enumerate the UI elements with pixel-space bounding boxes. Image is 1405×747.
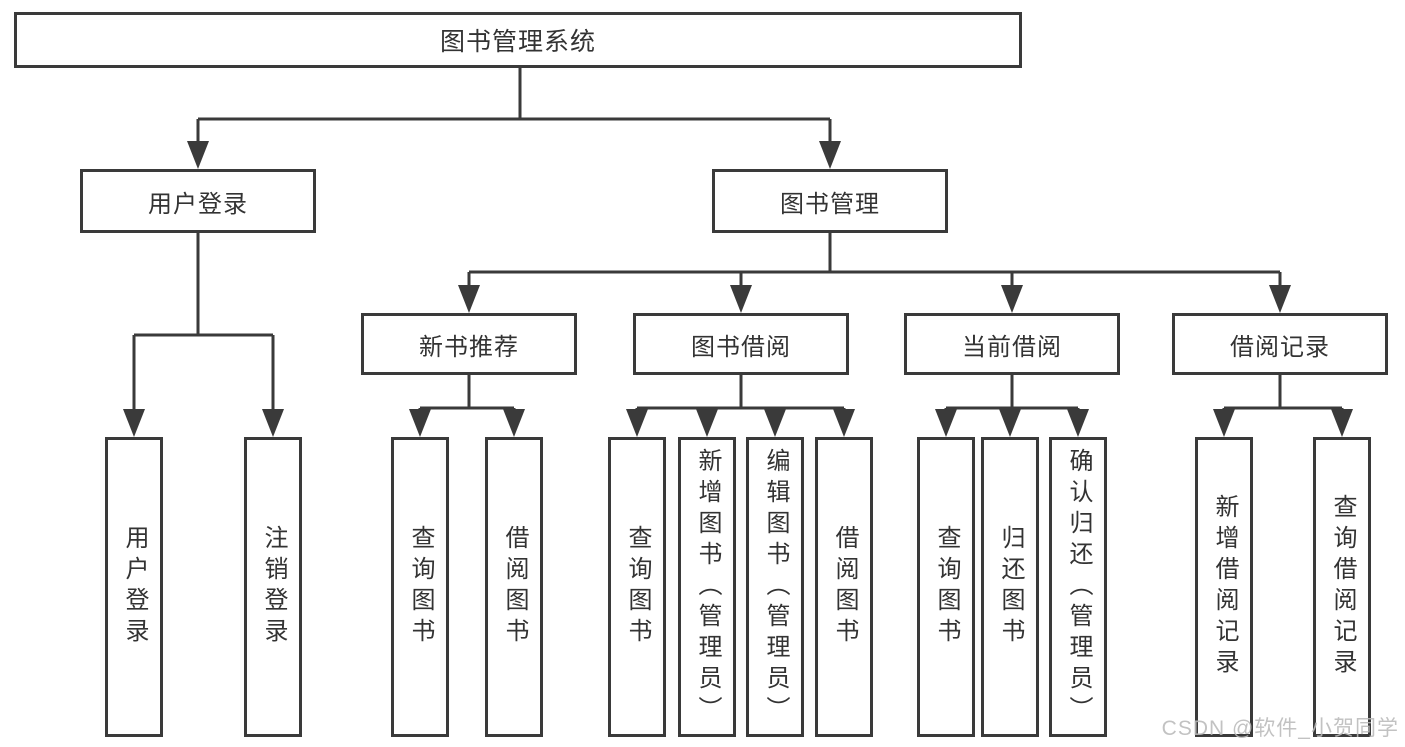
leaf-add-books-admin: 新增图书（管理员）	[678, 437, 736, 737]
leaf-add-borrow-record: 新增借阅记录	[1195, 437, 1253, 737]
arrowhead	[503, 409, 525, 437]
leaf-query-books-1-label: 查询图书	[407, 525, 434, 649]
leaf-query-books-1: 查询图书	[391, 437, 449, 737]
arrowhead	[819, 141, 841, 169]
node-borrowing-records-label: 借阅记录	[1230, 333, 1330, 361]
leaf-query-borrow-record-label: 查询借阅记录	[1329, 494, 1356, 680]
csdn-watermark: CSDN @软件_小贺同学	[1161, 717, 1399, 740]
leaf-confirm-return-admin-label: 确认归还（管理员）	[1065, 447, 1092, 727]
node-book-management: 图书管理	[712, 169, 948, 233]
arrowhead	[999, 409, 1021, 437]
leaf-logout-label: 注销登录	[260, 525, 287, 649]
node-borrowing-records: 借阅记录	[1172, 313, 1388, 375]
leaf-add-borrow-record-label: 新增借阅记录	[1211, 494, 1238, 680]
node-root-label: 图书管理系统	[439, 28, 596, 56]
leaf-logout: 注销登录	[244, 437, 302, 737]
leaf-query-books-3: 查询图书	[917, 437, 975, 737]
arrowhead	[1269, 285, 1291, 313]
arrowhead	[409, 409, 431, 437]
arrowheads	[123, 141, 1353, 437]
leaf-user-login: 用户登录	[105, 437, 163, 737]
arrowhead	[262, 409, 284, 437]
arrowhead	[696, 409, 718, 437]
node-new-book-recommend-label: 新书推荐	[419, 333, 519, 361]
node-current-borrowing: 当前借阅	[904, 313, 1120, 375]
arrowhead	[1067, 409, 1089, 437]
leaf-borrow-books-1-label: 借阅图书	[501, 525, 528, 649]
arrowhead	[833, 409, 855, 437]
arrowhead	[123, 409, 145, 437]
leaf-add-books-admin-label: 新增图书（管理员）	[694, 447, 721, 727]
leaf-query-books-2-label: 查询图书	[624, 525, 651, 649]
wire-new-book-spine	[418, 375, 516, 413]
node-book-borrowing: 图书借阅	[633, 313, 849, 375]
wire-user-login-spine	[132, 233, 275, 413]
node-user-login-label: 用户登录	[148, 190, 248, 218]
arrowhead	[730, 285, 752, 313]
leaf-query-borrow-record: 查询借阅记录	[1313, 437, 1371, 737]
leaf-confirm-return-admin: 确认归还（管理员）	[1049, 437, 1107, 737]
leaf-borrow-books-2: 借阅图书	[815, 437, 873, 737]
arrowhead	[1213, 409, 1235, 437]
arrowhead	[1001, 285, 1023, 313]
leaf-edit-books-admin: 编辑图书（管理员）	[746, 437, 804, 737]
leaf-query-books-3-label: 查询图书	[933, 525, 960, 649]
leaf-return-books-label: 归还图书	[997, 525, 1024, 649]
leaf-edit-books-admin-label: 编辑图书（管理员）	[762, 447, 789, 727]
leaf-borrow-books-1: 借阅图书	[485, 437, 543, 737]
arrowhead	[458, 285, 480, 313]
arrowhead	[626, 409, 648, 437]
leaf-query-books-2: 查询图书	[608, 437, 666, 737]
arrowhead	[764, 409, 786, 437]
node-root: 图书管理系统	[14, 12, 1022, 68]
arrowhead	[1331, 409, 1353, 437]
node-book-borrowing-label: 图书借阅	[691, 333, 791, 361]
wire-borrow-records-spine	[1222, 375, 1344, 413]
wire-book-borrow-spine	[635, 375, 846, 413]
leaf-borrow-books-2-label: 借阅图书	[831, 525, 858, 649]
arrowhead	[187, 141, 209, 169]
node-current-borrowing-label: 当前借阅	[962, 333, 1062, 361]
wire-current-borrow-spine	[944, 375, 1080, 413]
node-user-login: 用户登录	[80, 169, 316, 233]
node-book-management-label: 图书管理	[780, 190, 880, 218]
leaf-return-books: 归还图书	[981, 437, 1039, 737]
arrowhead	[935, 409, 957, 437]
wire-book-mgmt-spine	[467, 233, 1282, 289]
node-new-book-recommend: 新书推荐	[361, 313, 577, 375]
leaf-user-login-label: 用户登录	[121, 525, 148, 649]
wire-root-spine	[196, 68, 832, 145]
